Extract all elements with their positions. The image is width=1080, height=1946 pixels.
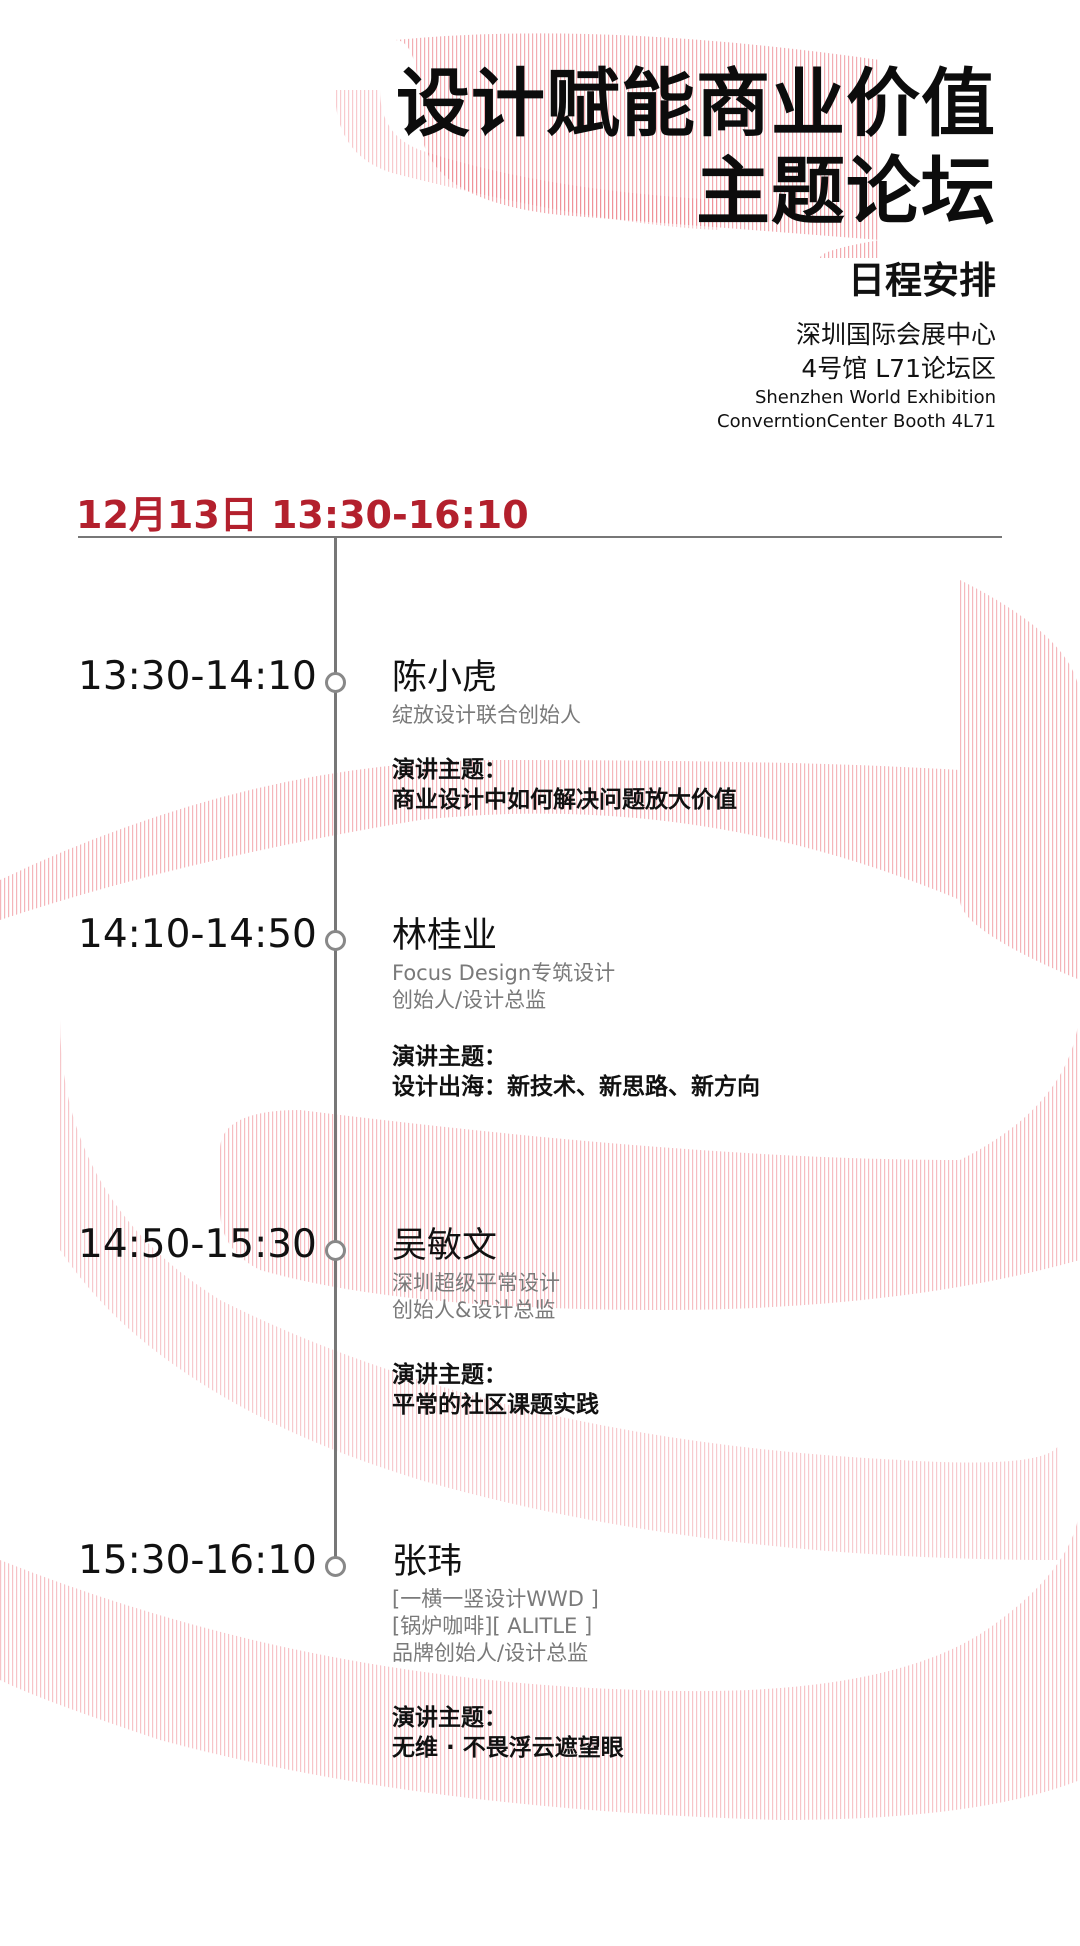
- forum-title-line-1: 设计赋能商业价值: [396, 61, 996, 147]
- speaker-name: 林桂业: [392, 916, 498, 956]
- session-time: 14:10-14:50: [78, 912, 317, 957]
- timeline-line: [334, 538, 337, 1558]
- schedule-heading: 日程安排: [848, 259, 996, 302]
- speaker-role: 深圳超级平常设计: [392, 1271, 560, 1295]
- timeline-dot: [325, 1240, 346, 1261]
- session-info: 张玮 [一横一竖设计WWD ] [锅炉咖啡][ ALITLE ] 品牌创始人/设…: [392, 1538, 992, 1763]
- topic-label: 演讲主题：: [392, 1362, 507, 1388]
- topic-title: 无维 · 不畏浮云遮望眼: [392, 1735, 624, 1761]
- speaker-roles: [一横一竖设计WWD ] [锅炉咖啡][ ALITLE ] 品牌创始人/设计总监: [392, 1586, 992, 1667]
- speaker-role: 创始人/设计总监: [392, 988, 547, 1012]
- header-divider: [78, 536, 1002, 538]
- event-date-time: 12月13日 13:30-16:10: [76, 493, 529, 537]
- topic-label: 演讲主题：: [392, 757, 507, 783]
- speaker-name: 陈小虎: [392, 658, 498, 698]
- venue-cn-line-1: 深圳国际会展中心: [795, 320, 996, 349]
- speaker-name: 张玮: [392, 1542, 463, 1582]
- session-info: 林桂业 Focus Design专筑设计 创始人/设计总监 演讲主题： 设计出海…: [392, 912, 992, 1102]
- session-time: 13:30-14:10: [78, 654, 317, 699]
- speaker-role: Focus Design专筑设计: [392, 961, 616, 985]
- venue-cn-line-2: 4号馆 L71论坛区: [801, 354, 996, 383]
- session-info: 吴敏文 深圳超级平常设计 创始人&设计总监 演讲主题： 平常的社区课题实践: [392, 1222, 992, 1420]
- speaker-role: [一横一竖设计WWD ]: [392, 1587, 599, 1611]
- session-info: 陈小虎 绽放设计联合创始人 演讲主题： 商业设计中如何解决问题放大价值: [392, 654, 992, 815]
- timeline-dot: [325, 930, 346, 951]
- speaker-role: 绽放设计联合创始人: [392, 703, 581, 727]
- timeline-dot: [325, 672, 346, 693]
- topic-title: 平常的社区课题实践: [392, 1392, 599, 1418]
- timeline-dot: [325, 1556, 346, 1577]
- topic-title: 设计出海：新技术、新思路、新方向: [392, 1074, 760, 1100]
- topic-label: 演讲主题：: [392, 1705, 507, 1731]
- session-time: 14:50-15:30: [78, 1222, 317, 1267]
- topic-label: 演讲主题：: [392, 1044, 507, 1070]
- topic-title: 商业设计中如何解决问题放大价值: [392, 787, 737, 813]
- speaker-roles: 深圳超级平常设计 创始人&设计总监: [392, 1270, 992, 1324]
- venue-en-line-2: ConverntionCenter Booth 4L71: [717, 411, 996, 432]
- venue-en-line-1: Shenzhen World Exhibition: [754, 387, 996, 408]
- venue-block: 深圳国际会展中心 4号馆 L71论坛区 Shenzhen World Exhib…: [717, 318, 996, 434]
- speaker-role: [锅炉咖啡][ ALITLE ]: [392, 1614, 593, 1638]
- speaker-roles: Focus Design专筑设计 创始人/设计总监: [392, 960, 992, 1014]
- speaker-name: 吴敏文: [392, 1226, 498, 1266]
- session-time: 15:30-16:10: [78, 1538, 317, 1583]
- forum-title-line-2: 主题论坛: [696, 149, 996, 235]
- forum-title: 设计赋能商业价值 主题论坛: [396, 60, 996, 236]
- speaker-role: 创始人&设计总监: [392, 1298, 556, 1322]
- speaker-roles: 绽放设计联合创始人: [392, 702, 992, 729]
- speaker-role: 品牌创始人/设计总监: [392, 1641, 589, 1665]
